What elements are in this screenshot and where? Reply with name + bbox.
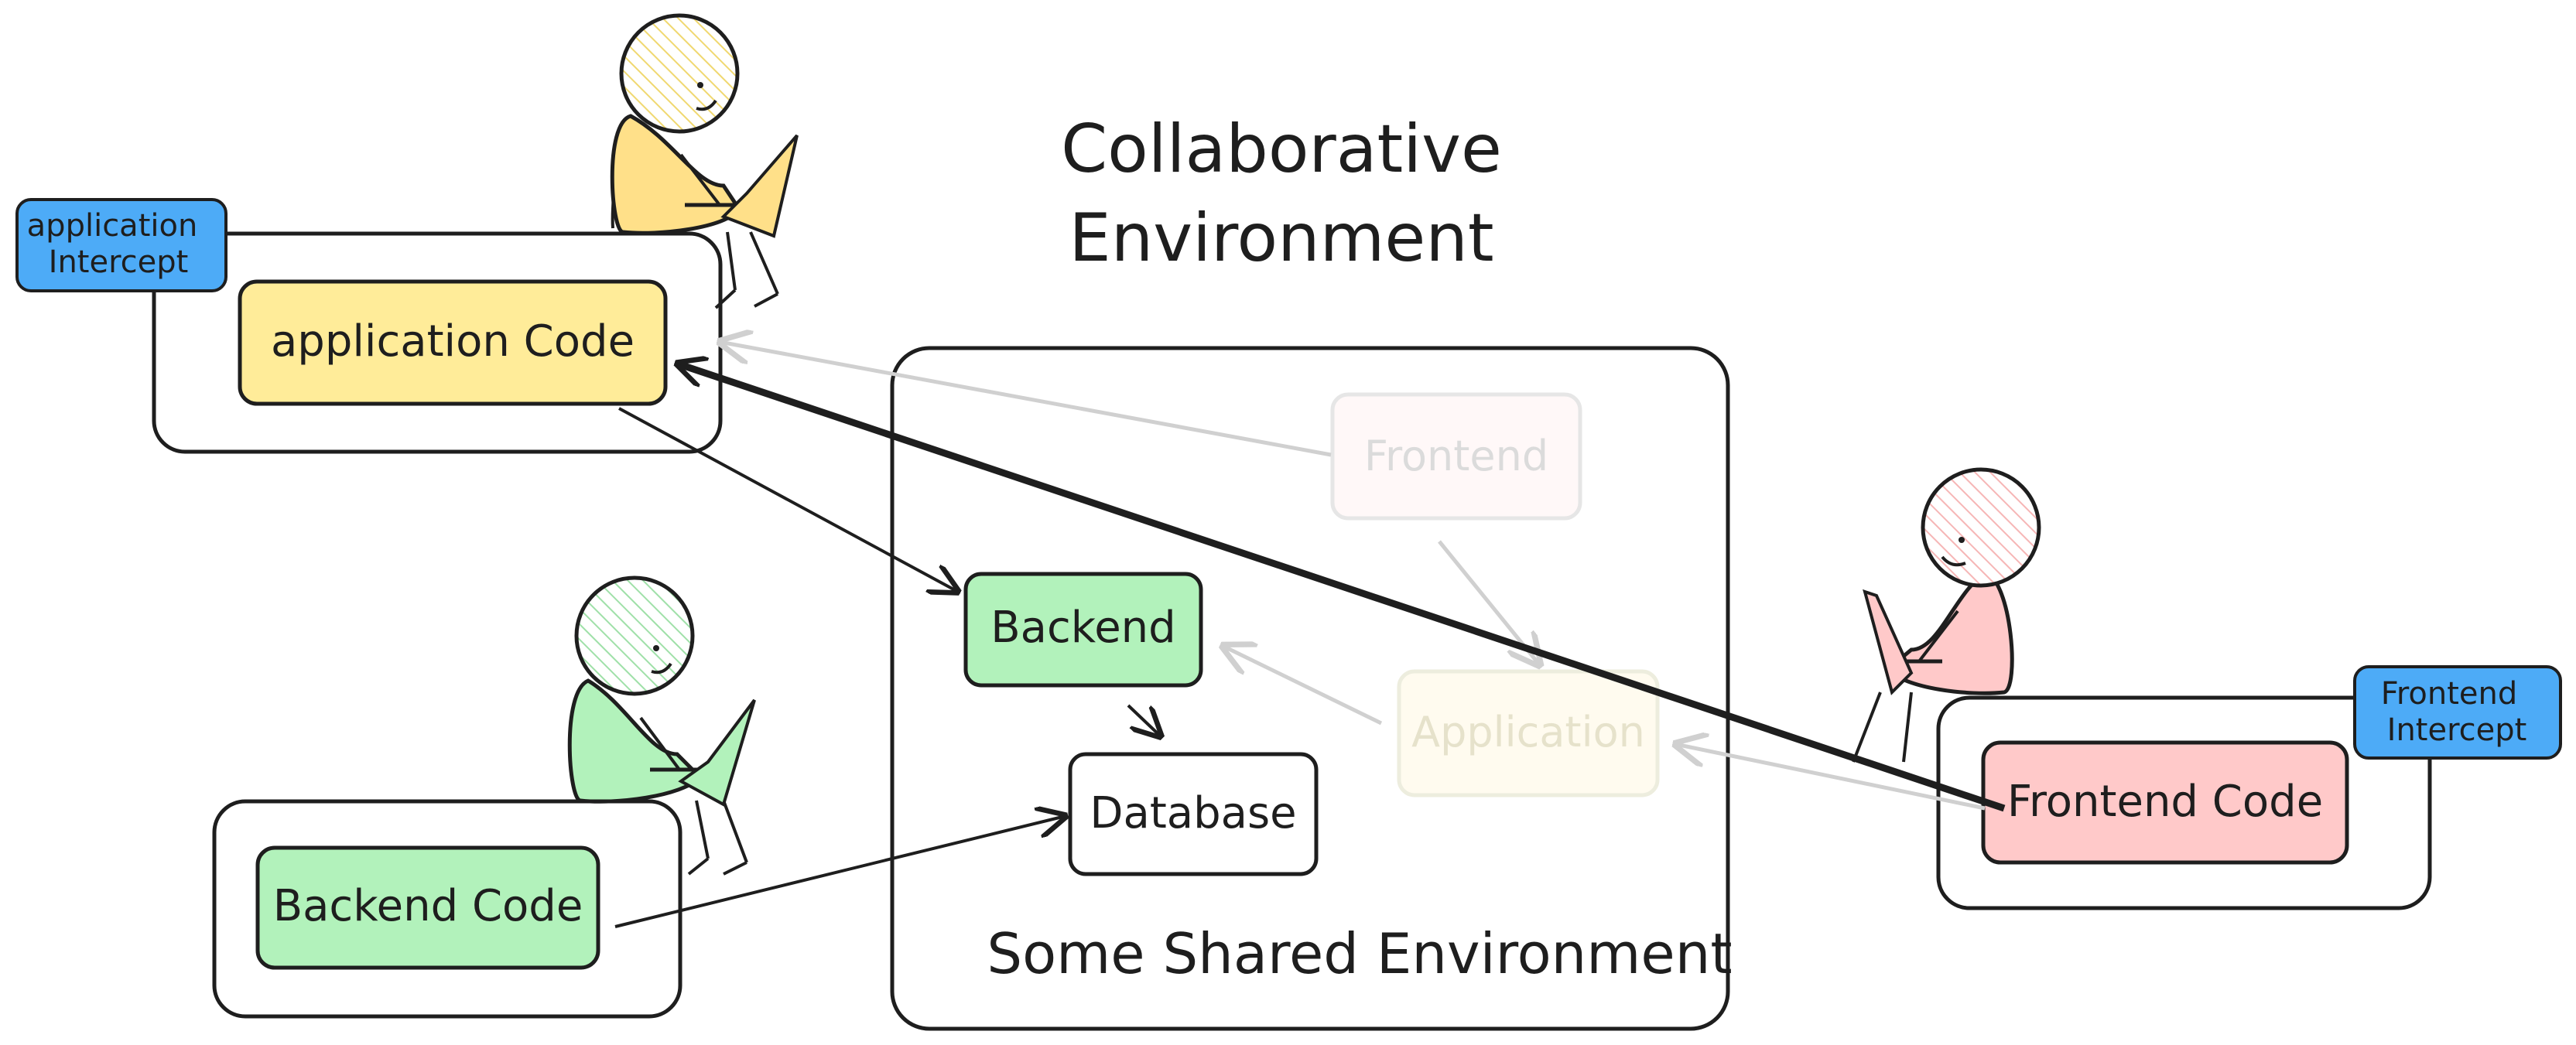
arrow-frontend-code-to-application-code xyxy=(677,364,2006,812)
diagram-title-line2: Environment xyxy=(1069,200,1493,277)
frontend-node-label: Frontend xyxy=(1364,432,1548,480)
frontend-developer-machine xyxy=(1936,695,2432,910)
application-intercept-label-line1: application xyxy=(27,208,198,244)
arrow-backend-code-to-database xyxy=(614,816,1066,928)
application-intercept-badge xyxy=(15,198,227,292)
arrow-backend-to-database xyxy=(1127,704,1161,736)
shared-environment-frame xyxy=(890,346,1730,1031)
backend-node-label: Backend xyxy=(990,603,1175,653)
backend-developer-machine xyxy=(212,799,682,1019)
database-node-label: Database xyxy=(1090,788,1296,838)
backend-developer-figure xyxy=(567,575,756,876)
application-intercept-label-line2: Intercept xyxy=(49,244,189,280)
application-code-box xyxy=(238,279,668,406)
backend-developer-head xyxy=(574,575,695,696)
frontend-code-label: Frontend Code xyxy=(2007,777,2323,827)
arrow-frontend-to-application-code-faded xyxy=(720,342,1332,457)
arrow-application-to-backend-faded xyxy=(1223,646,1383,726)
arrow-frontend-code-to-application-faded xyxy=(1675,744,1986,811)
frontend-intercept-label-line1: Frontend xyxy=(2381,676,2518,712)
frontend-developer-figure xyxy=(1852,467,2041,763)
backend-node xyxy=(963,572,1203,688)
arrow-application-code-to-backend xyxy=(618,407,958,592)
application-code-label: application Code xyxy=(271,316,635,367)
diagram-title-line1: Collaborative xyxy=(1061,111,1502,188)
frontend-intercept-badge xyxy=(2353,665,2562,760)
application-node-label: Application xyxy=(1411,708,1645,756)
frontend-intercept-label-line2: Intercept xyxy=(2387,712,2527,748)
backend-code-label: Backend Code xyxy=(273,881,583,931)
frontend-developer-head xyxy=(1921,467,2041,588)
application-node: Application xyxy=(1397,669,1660,797)
shared-environment-label: Some Shared Environment xyxy=(987,921,1732,986)
application-developer-head xyxy=(619,13,740,134)
frontend-node: Frontend xyxy=(1330,392,1582,521)
application-developer-figure xyxy=(610,13,799,309)
backend-code-box xyxy=(255,845,600,970)
